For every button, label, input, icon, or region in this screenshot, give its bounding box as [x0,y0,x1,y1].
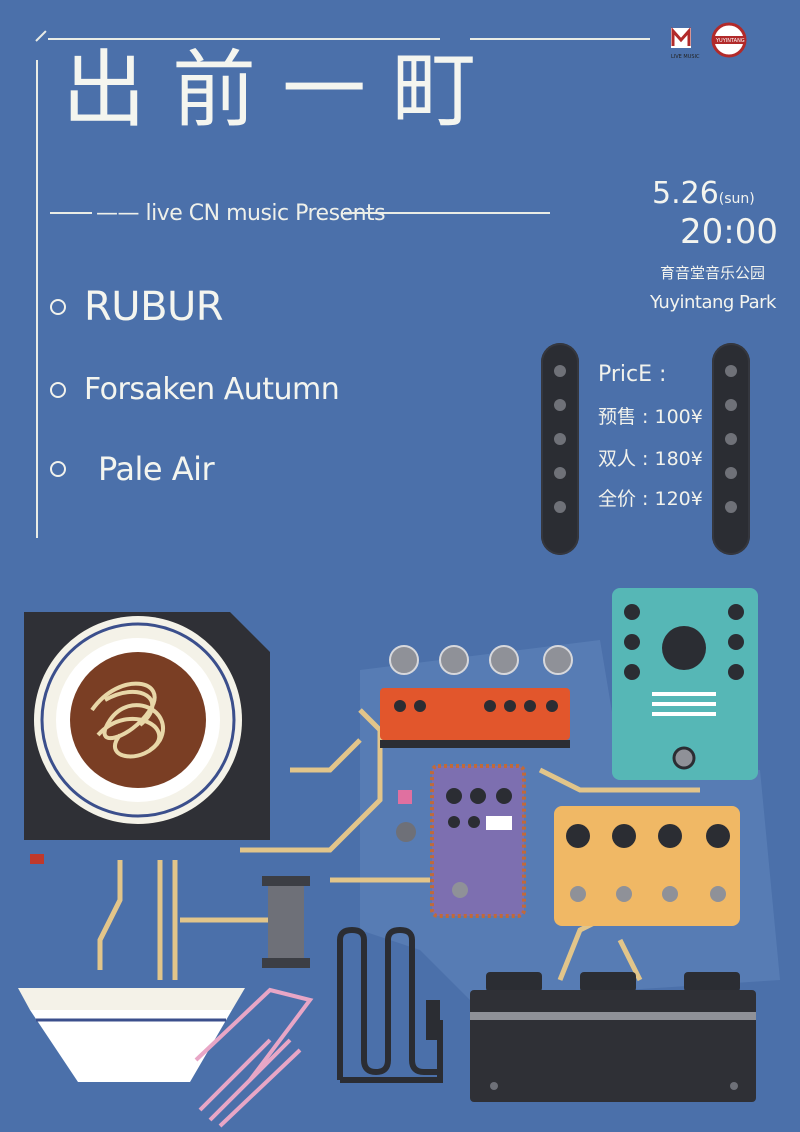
band-name: Forsaken Autumn [84,372,340,407]
venue-chinese: 育音堂音乐公园 [660,264,766,282]
pink-square [398,790,412,804]
band-name: RUBUR [84,284,224,330]
yuyintang-logo: YUYINTANG [711,22,747,58]
live-music-logo-text: LIVE MUSIC [671,54,700,60]
venue-english: Yuyintang Park [650,292,776,313]
amplifier-icon [470,972,756,1102]
event-title: 出前一町 [62,41,503,139]
gear-illustration [18,588,780,1128]
title-underline-left [50,212,92,214]
effects-pedal-icon [380,688,570,748]
left-rule-corner [35,30,47,42]
event-weekday: (sun) [718,191,755,207]
cable-plug [426,1000,440,1040]
bullet-circle-icon [50,299,66,315]
bullet-circle-icon [50,381,66,398]
lineup-item: RUBUR [50,284,224,330]
presents-line: —— live CN music Presents [96,201,386,226]
yuyintang-logo-text: YUYINTANG [715,38,745,44]
event-date: 5.26(sun) [652,176,755,211]
title-underline-right [344,212,550,214]
cable-reel-icon [262,876,310,968]
lineup-item: Pale Air [50,450,215,488]
top-rule-right [470,38,650,40]
pink-cable-icon [194,987,314,1128]
noodle-bowl-icon [18,988,245,1082]
event-time: 20:00 [680,212,778,252]
noodle-plate-icon [24,612,270,840]
left-rule [36,60,38,538]
bullet-circle-icon [50,461,66,477]
guitar-pickup-icon [541,343,579,555]
red-square [30,854,44,864]
sponsor-logos: LIVE MUSIC YUYINTANG [671,22,747,60]
price-heading: PricE : [598,362,667,387]
price-item: 预售 : 100¥ [598,406,703,428]
effects-pedal-icon [430,764,526,918]
live-music-logo: LIVE MUSIC [671,27,700,60]
price-item: 双人 : 180¥ [598,448,703,470]
jack-socket [396,822,416,842]
jack-nuts [389,645,573,675]
event-date-value: 5.26 [652,176,719,211]
effects-pedal-icon [554,806,740,926]
price-item: 全价 : 120¥ [598,488,703,510]
band-name: Pale Air [98,450,215,488]
lineup-item: Forsaken Autumn [50,372,340,407]
guitar-pickup-icon [712,343,750,555]
top-rule-left [48,38,440,40]
effects-pedal-icon [612,588,758,780]
